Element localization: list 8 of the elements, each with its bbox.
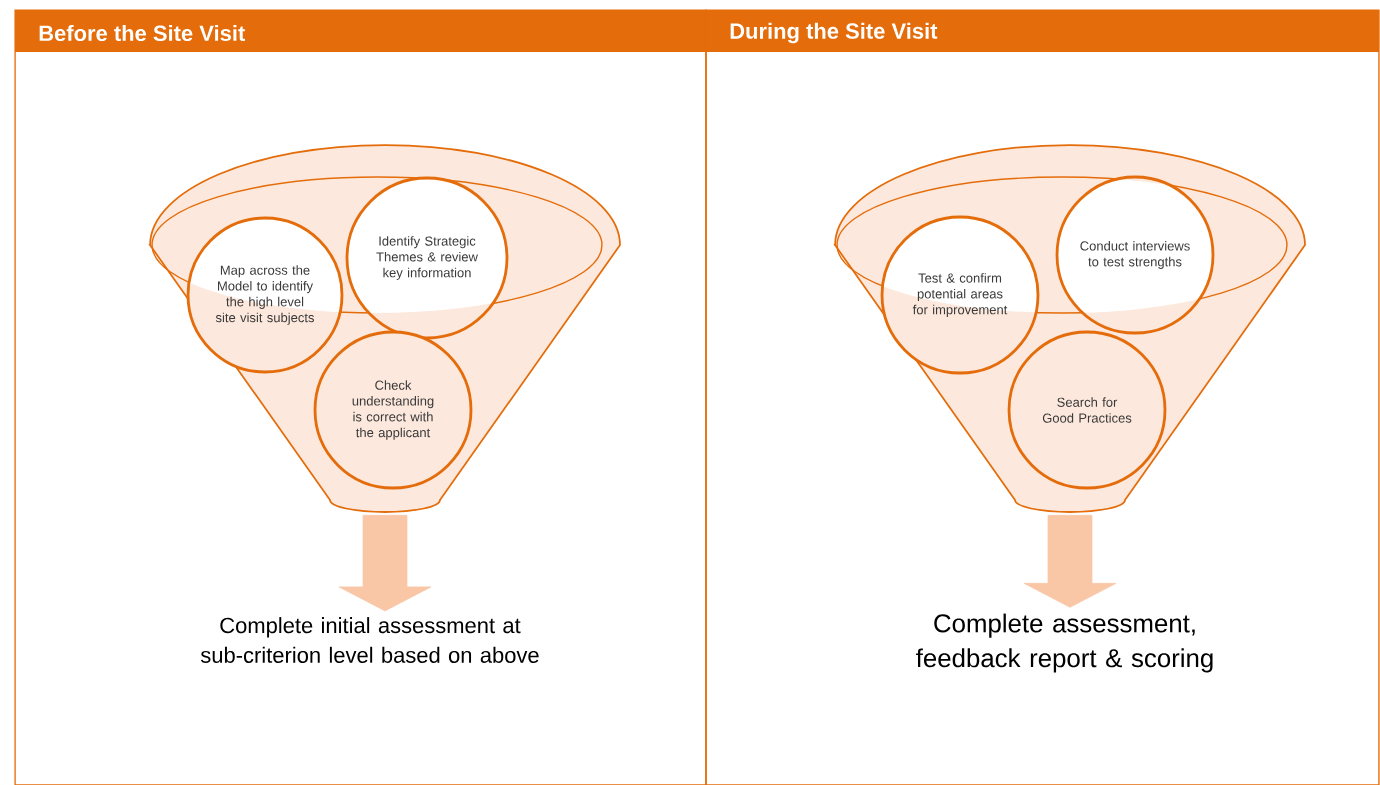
arrow bbox=[1023, 514, 1117, 608]
result-text: Complete initial assessment at sub-criterion level based on above bbox=[200, 617, 539, 663]
arrow bbox=[338, 514, 432, 612]
node-label: Map across the Model to identify the high level site visit subjects bbox=[215, 265, 315, 325]
node-label: Identify Strategic Themes & review key information bbox=[376, 236, 478, 280]
result-text: Complete assessment, feedback report & scoring bbox=[916, 613, 1213, 673]
node-label: Test & confirm potential areas for improvement bbox=[912, 273, 1008, 317]
node-label: Conduct interviews to test strengths bbox=[1080, 241, 1190, 269]
